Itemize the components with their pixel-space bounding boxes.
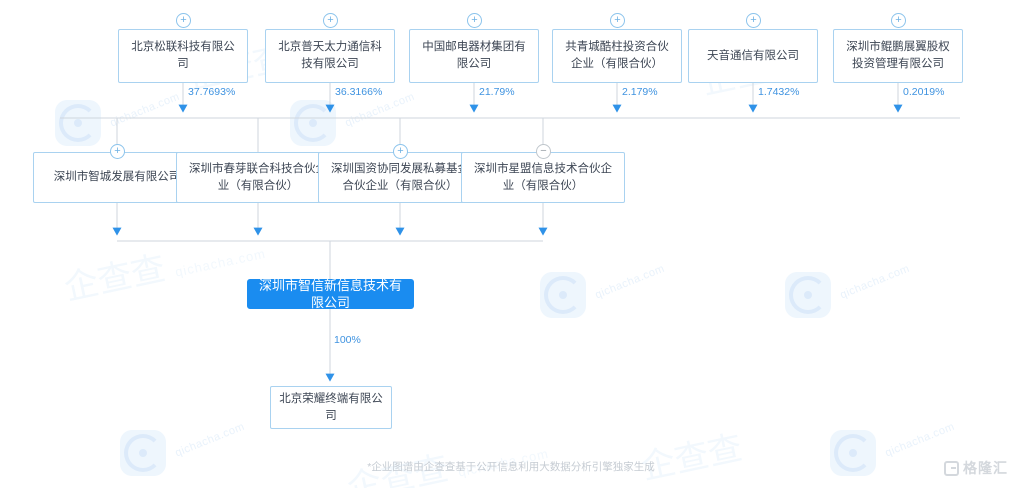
shareholder-node[interactable]: 深圳市鲲鹏展翼股权投资管理有限公司 bbox=[833, 29, 963, 83]
ownership-percent-label: 100% bbox=[334, 334, 361, 346]
ownership-percent-label: 2.179% bbox=[622, 86, 658, 98]
expand-toggle-shareholder-2[interactable]: + bbox=[467, 13, 482, 28]
shareholder-node[interactable]: 天音通信有限公司 bbox=[688, 29, 818, 83]
intermediate-node[interactable]: 深圳国资协同发展私募基金合伙企业（有限合伙） bbox=[318, 152, 482, 203]
expand-toggle-shareholder-1[interactable]: + bbox=[323, 13, 338, 28]
collapse-toggle-intermediate-3[interactable]: − bbox=[536, 144, 551, 159]
expand-toggle-intermediate-0[interactable]: + bbox=[110, 144, 125, 159]
subsidiary-node[interactable]: 北京荣耀终端有限公司 bbox=[270, 386, 392, 429]
ownership-percent-label: 1.7432% bbox=[758, 86, 800, 98]
shareholder-node[interactable]: 共青城酷柱投资合伙企业（有限合伙） bbox=[552, 29, 682, 83]
expand-toggle-shareholder-0[interactable]: + bbox=[176, 13, 191, 28]
ownership-percent-label: 37.7693% bbox=[188, 86, 236, 98]
brand-logo-icon bbox=[944, 460, 959, 476]
footnote-text: *企业图谱由企查查基于公开信息利用大数据分析引擎独家生成 bbox=[367, 461, 655, 473]
brand-name: 格隆汇 bbox=[963, 460, 1008, 476]
shareholder-node[interactable]: 北京普天太力通信科技有限公司 bbox=[265, 29, 395, 83]
intermediate-node[interactable]: 深圳市春芽联合科技合伙企业（有限合伙） bbox=[176, 152, 340, 203]
brand-watermark: 格隆汇 bbox=[944, 458, 1008, 478]
ownership-percent-label: 36.3166% bbox=[335, 86, 383, 98]
expand-toggle-shareholder-3[interactable]: + bbox=[610, 13, 625, 28]
expand-toggle-shareholder-5[interactable]: + bbox=[891, 13, 906, 28]
expand-toggle-shareholder-4[interactable]: + bbox=[746, 13, 761, 28]
intermediate-node[interactable]: 深圳市智城发展有限公司 bbox=[33, 152, 201, 203]
shareholder-node[interactable]: 中国邮电器材集团有限公司 bbox=[409, 29, 539, 83]
ownership-percent-label: 0.2019% bbox=[903, 86, 945, 98]
focus-company-node[interactable]: 深圳市智信新信息技术有限公司 bbox=[247, 278, 414, 310]
expand-toggle-intermediate-2[interactable]: + bbox=[393, 144, 408, 159]
shareholder-node[interactable]: 北京松联科技有限公司 bbox=[118, 29, 248, 83]
intermediate-node[interactable]: 深圳市星盟信息技术合伙企业（有限合伙） bbox=[461, 152, 625, 203]
ownership-percent-label: 21.79% bbox=[479, 86, 515, 98]
